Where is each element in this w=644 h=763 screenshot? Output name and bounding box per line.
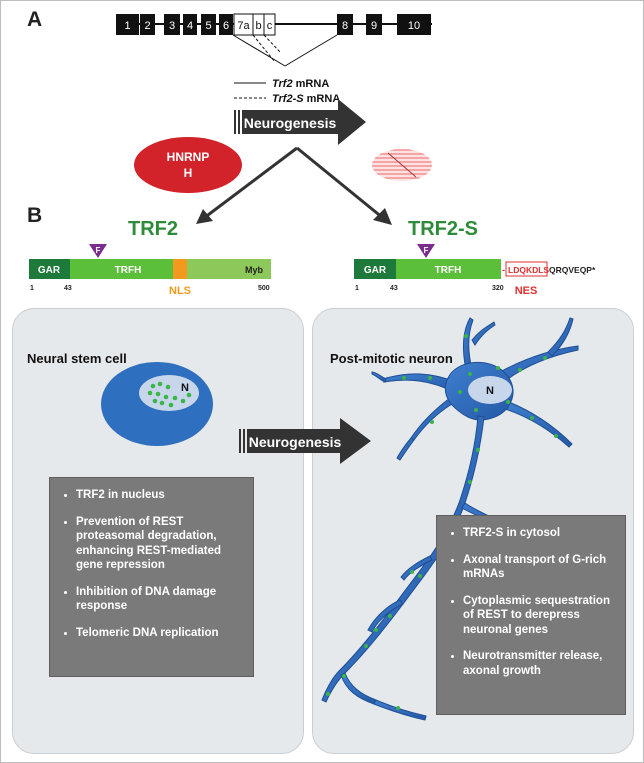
trf2s-nes-label: NES [515, 285, 538, 297]
hnrnp-depleted-strike [387, 152, 417, 178]
trf2s-f-label: F [424, 246, 429, 255]
exon-label-8: 8 [342, 20, 348, 32]
trf2s-tail-rest: QRQVEQP* [549, 265, 596, 275]
trf2-pos-43: 43 [64, 285, 72, 292]
trf2-pos-end: 500 [258, 285, 270, 292]
exon-label-7c: c [267, 20, 273, 32]
exon-7a: 7a [233, 13, 254, 36]
trf2-title: TRF2 [128, 218, 178, 240]
neuron-title: Post-mitotic neuron [330, 351, 453, 366]
stem-cell-bullet: TRF2 in nucleus [76, 488, 241, 503]
exon-label-5: 5 [205, 20, 211, 32]
trf2-f-marker [89, 244, 107, 258]
arrow-to-trf2-head [196, 209, 213, 224]
exon-label-4: 4 [187, 20, 193, 32]
splice-line-trf2-left [232, 34, 286, 67]
trf2-nls-domain [173, 259, 187, 279]
exon-5: 5 [201, 14, 216, 35]
trf2-pos-start: 1 [30, 285, 34, 292]
neurogenesis-label-top: Neurogenesis [244, 115, 337, 131]
panel-label-b: B [27, 204, 43, 227]
trf2-f-label: F [96, 246, 101, 255]
stem-cell-bullet: Inhibition of DNA damage response [76, 585, 241, 614]
exon-3: 3 [164, 14, 180, 35]
trf2s-title: TRF2-S [408, 218, 478, 240]
splice-line-trf2-right [284, 34, 338, 67]
exon-label-6: 6 [223, 20, 229, 32]
trf2-gar-label: GAR [38, 265, 61, 276]
trf2-myb-label: Myb [245, 265, 264, 275]
arrow-to-trf2-shaft [203, 146, 298, 220]
exon-7c: c [263, 13, 276, 36]
trf2s-trfh-label: TRFH [435, 265, 462, 276]
trf2-nls-label: NLS [169, 285, 191, 297]
trf2-myb-domain [187, 259, 271, 279]
exon-label-3: 3 [169, 20, 175, 32]
exon-6: 6 [219, 14, 233, 35]
exon-label-10: 10 [408, 20, 420, 32]
neuron-bullet: Axonal transport of G-rich mRNAs [463, 553, 613, 582]
stem-cell-bullet: Telomeric DNA replication [76, 626, 241, 641]
neuron-bullet: Cytoplasmic sequestration of REST to der… [463, 594, 613, 638]
neurogenesis-arrow-top: Neurogenesis [234, 99, 366, 145]
trf2s-gar-domain [354, 259, 396, 279]
neuron-nucleus [468, 376, 512, 404]
legend-trf2s: Trf2-S mRNA [272, 93, 340, 105]
splice-line-trf2s-b [263, 34, 281, 53]
exon-label-2: 2 [144, 20, 150, 32]
exon-10: 10 [397, 14, 431, 35]
exon-7b: b [252, 13, 265, 36]
trf2s-nes-box [505, 261, 548, 277]
neuron-info-box: TRF2-S in cytosol Axonal transport of G-… [436, 515, 626, 715]
neuron-bullet: Neurotransmitter release, axonal growth [463, 649, 613, 678]
exon-2: 2 [140, 14, 155, 35]
exon-label-9: 9 [371, 20, 377, 32]
stem-cell-bullet: Prevention of REST proteasomal degradati… [76, 515, 241, 573]
exon-9: 9 [366, 14, 382, 35]
arrow-to-trf2s-head [373, 208, 392, 225]
stem-cell-info-box: TRF2 in nucleus Prevention of REST prote… [49, 477, 254, 677]
trf2s-pos-start: 1 [355, 285, 359, 292]
exon-8: 8 [337, 14, 353, 35]
hnrnp-label-line1: HNRNP [167, 150, 210, 164]
trf2-gar-domain [29, 259, 70, 279]
neurogenesis-label-middle: Neurogenesis [249, 434, 342, 450]
stem-cell-trf2-dots [147, 381, 192, 408]
trf2s-gar-label: GAR [364, 265, 387, 276]
hnrnp-h-ellipse [134, 137, 242, 193]
trf2s-trfh-domain [396, 259, 501, 279]
neuron-bullet: TRF2-S in cytosol [463, 526, 613, 541]
exon-label-1: 1 [124, 20, 130, 32]
splice-line-trf2s-a [252, 34, 276, 63]
stem-cell-title: Neural stem cell [27, 351, 127, 366]
trf2s-f-marker [417, 244, 435, 258]
neuron-nucleus-label: N [486, 385, 494, 397]
trf2s-tail-dash: - [502, 265, 505, 275]
trf2-trfh-label: TRFH [115, 265, 142, 276]
hnrnp-label-line2: H [184, 166, 193, 180]
legend-trf2: Trf2 mRNA [272, 78, 329, 90]
neurogenesis-arrow-middle: Neurogenesis [239, 418, 371, 464]
trf2-trfh-domain [70, 259, 173, 279]
exon-1: 1 [116, 14, 139, 35]
exon-label-7a: 7a [237, 20, 250, 32]
panel-label-a: A [27, 8, 43, 31]
arrow-to-trf2s-shaft [296, 146, 384, 220]
trf2s-nes-seq: LDQKDLS [508, 265, 549, 275]
stem-cell-nucleus-label: N [181, 382, 189, 394]
trf2s-pos-43: 43 [390, 285, 398, 292]
exon-4: 4 [183, 14, 197, 35]
trf2s-pos-end: 320 [492, 285, 504, 292]
exon-label-7b: b [255, 20, 261, 32]
